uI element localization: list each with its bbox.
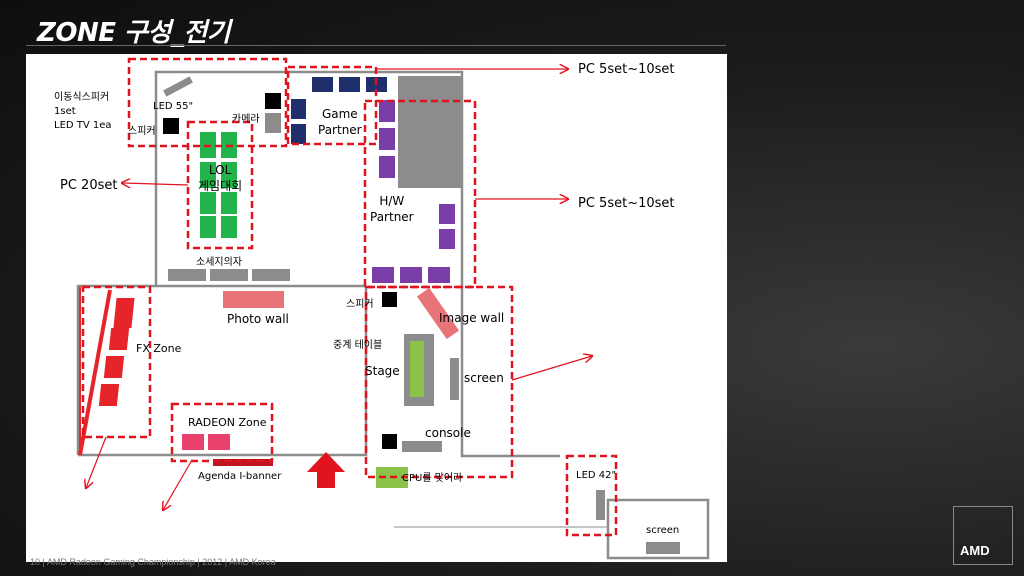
- speaker: [382, 292, 397, 307]
- zone-led55: [127, 57, 288, 148]
- fx-zone-label: FX Zone: [136, 342, 182, 355]
- speaker-label-2: 스피커: [346, 299, 374, 310]
- hw-partner-pc: [379, 100, 395, 122]
- lol-label: LOL 게임대회: [198, 163, 243, 193]
- lol-pc: [221, 192, 237, 214]
- entrance-arrow-icon: [307, 452, 345, 488]
- hw-partner-pc: [428, 267, 450, 283]
- image-wall-label: Image wall: [439, 311, 505, 325]
- agenda-banner: [213, 459, 273, 466]
- led42-tv: [596, 490, 605, 520]
- stage-label: Stage: [365, 364, 400, 378]
- hw-partner-pc: [379, 156, 395, 178]
- zone-led42: [565, 454, 618, 537]
- led55-label: LED 55": [153, 101, 194, 112]
- console: [402, 441, 442, 452]
- screen-label-2: screen: [646, 525, 680, 536]
- callout-pc-top: PC 5set~10set: [578, 62, 675, 77]
- hw-partner-pc: [400, 267, 422, 283]
- sofa: [168, 269, 206, 281]
- radeon-pc: [208, 434, 230, 450]
- sofa: [252, 269, 290, 281]
- speaker: [382, 434, 397, 449]
- relay-table-label: 중계 테이블: [333, 340, 383, 351]
- speaker-label: 스피커: [128, 126, 156, 137]
- stage-screen: [410, 341, 424, 397]
- hw-partner-pc: [372, 267, 394, 283]
- sofa: [210, 269, 248, 281]
- page-title: ZONE 구성_전기: [37, 18, 231, 48]
- screen: [450, 358, 459, 400]
- sofa-label: 소세지의자: [196, 257, 242, 268]
- lol-pc: [200, 192, 216, 214]
- led42-label: LED 42": [576, 470, 617, 481]
- screen-label: screen: [464, 371, 504, 385]
- callout-pc4-a: PC 4set: [47, 495, 97, 510]
- zone-radeon: [170, 402, 274, 463]
- mobile-speaker-label: 이동식스피커 1set LED TV 1ea: [54, 92, 112, 131]
- hw-partner-wall: [398, 76, 462, 188]
- photo-wall: [223, 291, 284, 308]
- zone-stage: [364, 285, 514, 479]
- amd-logo: AMD: [960, 543, 990, 558]
- zone-game-partner: [286, 65, 378, 146]
- camera-stand: [265, 113, 281, 133]
- callout-led-tv: LED TV 1ea: [632, 441, 707, 456]
- hw-partner-pc: [379, 128, 395, 150]
- speaker: [163, 118, 179, 134]
- agenda-label: Agenda I-banner: [198, 471, 282, 482]
- callout-pc20: PC 20set: [60, 178, 118, 193]
- lol-pc: [221, 162, 237, 188]
- game-partner-label: Game Partner: [318, 107, 362, 137]
- lol-pc: [221, 216, 237, 238]
- lol-pc: [200, 162, 216, 188]
- hw-partner-pc: [439, 204, 455, 224]
- camera: [265, 93, 281, 109]
- hw-partner-label: H/W Partner: [370, 194, 414, 224]
- photo-wall-label: Photo wall: [227, 312, 289, 326]
- game-partner-pc: [339, 77, 360, 92]
- title-divider: [26, 45, 726, 46]
- game-partner-pc: [291, 99, 306, 119]
- console-label: console: [425, 426, 471, 440]
- camera-label: 카메라: [232, 114, 260, 125]
- game-partner-pc: [291, 124, 306, 144]
- hw-partner-pc: [439, 229, 455, 249]
- zone-hw-partner: [363, 99, 477, 289]
- radeon-zone-label: RADEON Zone: [188, 416, 267, 429]
- footer-text: 10 | AMD Radeon Gaming Championship | 20…: [30, 557, 276, 567]
- radeon-pc: [182, 434, 204, 450]
- game-partner-pc: [312, 77, 333, 92]
- zone-fx: [81, 285, 152, 439]
- lol-pc: [200, 216, 216, 238]
- cpu-label: CPU를 맞어라: [402, 473, 463, 484]
- amd-logo-box: [953, 506, 1013, 565]
- screen: [646, 542, 680, 554]
- callout-pc-mid: PC 5set~10set: [578, 196, 675, 211]
- callout-pc4-b: PC 4set: [140, 517, 190, 532]
- callout-notebook: 노트북 3ea 이동식 스피커 1set: [598, 342, 707, 373]
- zone-lol: [186, 120, 254, 250]
